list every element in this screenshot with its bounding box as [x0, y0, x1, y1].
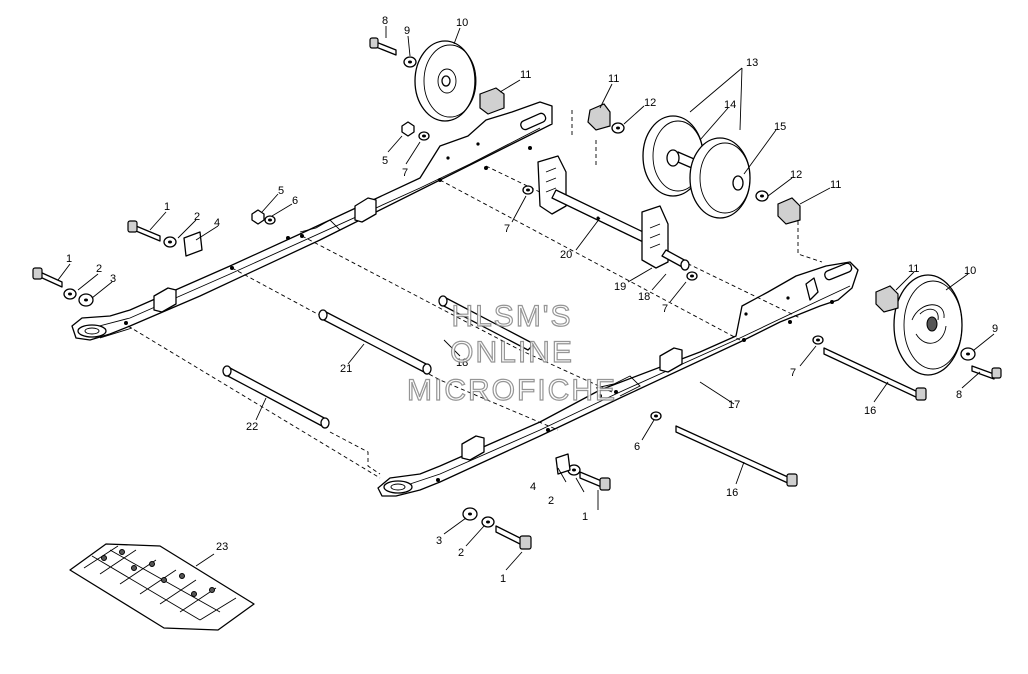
callout-9: 9	[404, 25, 410, 37]
rail-right	[377, 261, 859, 497]
callout-16: 16	[726, 487, 738, 499]
callout-10: 10	[456, 17, 468, 29]
rail-left	[71, 101, 553, 341]
shaft-21	[318, 309, 432, 375]
callout-20: 20	[560, 249, 572, 261]
track-section	[69, 543, 255, 631]
idler-wheel-top	[414, 40, 477, 122]
callout-11: 11	[520, 69, 531, 81]
watermark-line-3: MICROFICHE	[407, 374, 617, 407]
callout-5: 5	[382, 155, 388, 167]
callout-8: 8	[382, 15, 388, 27]
callout-2: 2	[96, 263, 102, 275]
callout-4: 4	[530, 481, 536, 493]
callout-6: 6	[292, 195, 298, 207]
callout-10: 10	[964, 265, 976, 277]
shaft-22	[222, 365, 330, 429]
callout-3: 3	[436, 535, 442, 547]
callout-15: 15	[774, 121, 786, 133]
callout-12: 12	[790, 169, 802, 181]
callout-11: 11	[908, 263, 919, 275]
wheel-axle-assembly	[642, 115, 751, 219]
shaft-18	[438, 295, 535, 351]
callout-5: 5	[278, 185, 284, 197]
callout-7: 7	[662, 303, 668, 315]
callout-17: 17	[728, 399, 740, 411]
callout-labels: 8 9 10 11 5 7 5 6 1 2 4 1 2 3 11 12 13 1…	[66, 15, 998, 585]
callout-22: 22	[246, 421, 258, 433]
callout-1: 1	[500, 573, 506, 585]
callout-7: 7	[504, 223, 510, 235]
pivot-arm	[537, 155, 690, 271]
callout-7: 7	[790, 367, 796, 379]
callout-12: 12	[644, 97, 656, 109]
callout-4: 4	[214, 217, 220, 229]
callout-6: 6	[634, 441, 640, 453]
callout-23: 23	[216, 541, 228, 553]
callout-2: 2	[548, 495, 554, 507]
callout-16: 16	[864, 405, 876, 417]
callout-14: 14	[724, 99, 736, 111]
callout-1: 1	[164, 201, 170, 213]
callout-1: 1	[582, 511, 588, 523]
callout-7: 7	[402, 167, 408, 179]
idler-wheel-right	[893, 274, 963, 376]
leader-lines	[57, 26, 995, 571]
fastener-nuts	[183, 87, 899, 475]
callout-9: 9	[992, 323, 998, 335]
callout-3: 3	[110, 273, 116, 285]
fastener-bolts	[32, 37, 1002, 550]
callout-11: 11	[608, 73, 619, 85]
callout-13: 13	[746, 57, 758, 69]
callout-21: 21	[340, 363, 352, 375]
callout-2: 2	[458, 547, 464, 559]
callout-8: 8	[956, 389, 962, 401]
callout-11: 11	[830, 179, 841, 191]
watermark-line-2: ONLINE	[450, 336, 574, 369]
callout-18: 18	[638, 291, 650, 303]
watermark-line-1: HLSM'S	[451, 300, 572, 333]
callout-1: 1	[66, 253, 72, 265]
watermark: HLSM'S ONLINE MICROFICHE	[406, 299, 617, 407]
callout-2: 2	[194, 211, 200, 223]
fastener-washers	[63, 56, 976, 528]
callout-19: 19	[614, 281, 626, 293]
callout-18: 18	[456, 357, 468, 369]
